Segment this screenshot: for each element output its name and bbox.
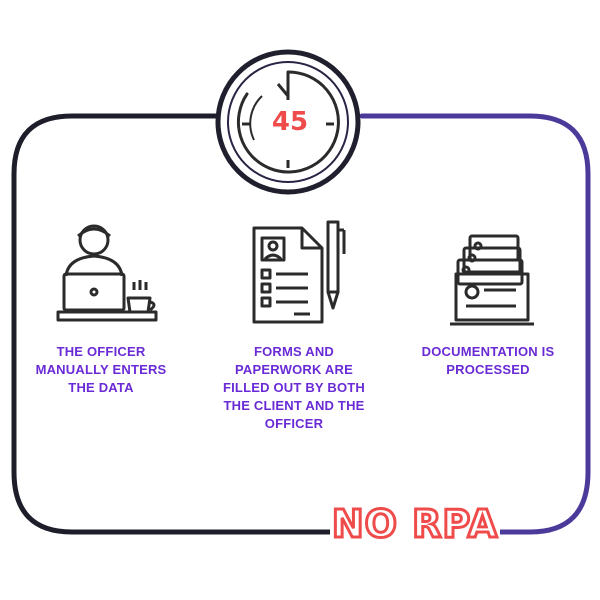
step-3-caption: DOCUMENTATION IS PROCESSED bbox=[421, 344, 555, 377]
stopwatch-icon bbox=[215, 49, 361, 195]
step-1-caption: THE OFFICER MANUALLY ENTERS THE DATA bbox=[35, 344, 167, 395]
step-2-caption: FORMS AND PAPERWORK ARE FILLED OUT BY BO… bbox=[222, 344, 366, 431]
form-pen-icon bbox=[248, 218, 352, 326]
timer-badge: 45 bbox=[214, 48, 362, 196]
person-laptop-icon bbox=[54, 218, 162, 326]
logo-text: NO RPA bbox=[330, 501, 499, 548]
card-file-icon bbox=[446, 232, 538, 328]
no-rpa-logo: NO RPA bbox=[330, 500, 500, 548]
timer-number: 45 bbox=[271, 107, 309, 137]
